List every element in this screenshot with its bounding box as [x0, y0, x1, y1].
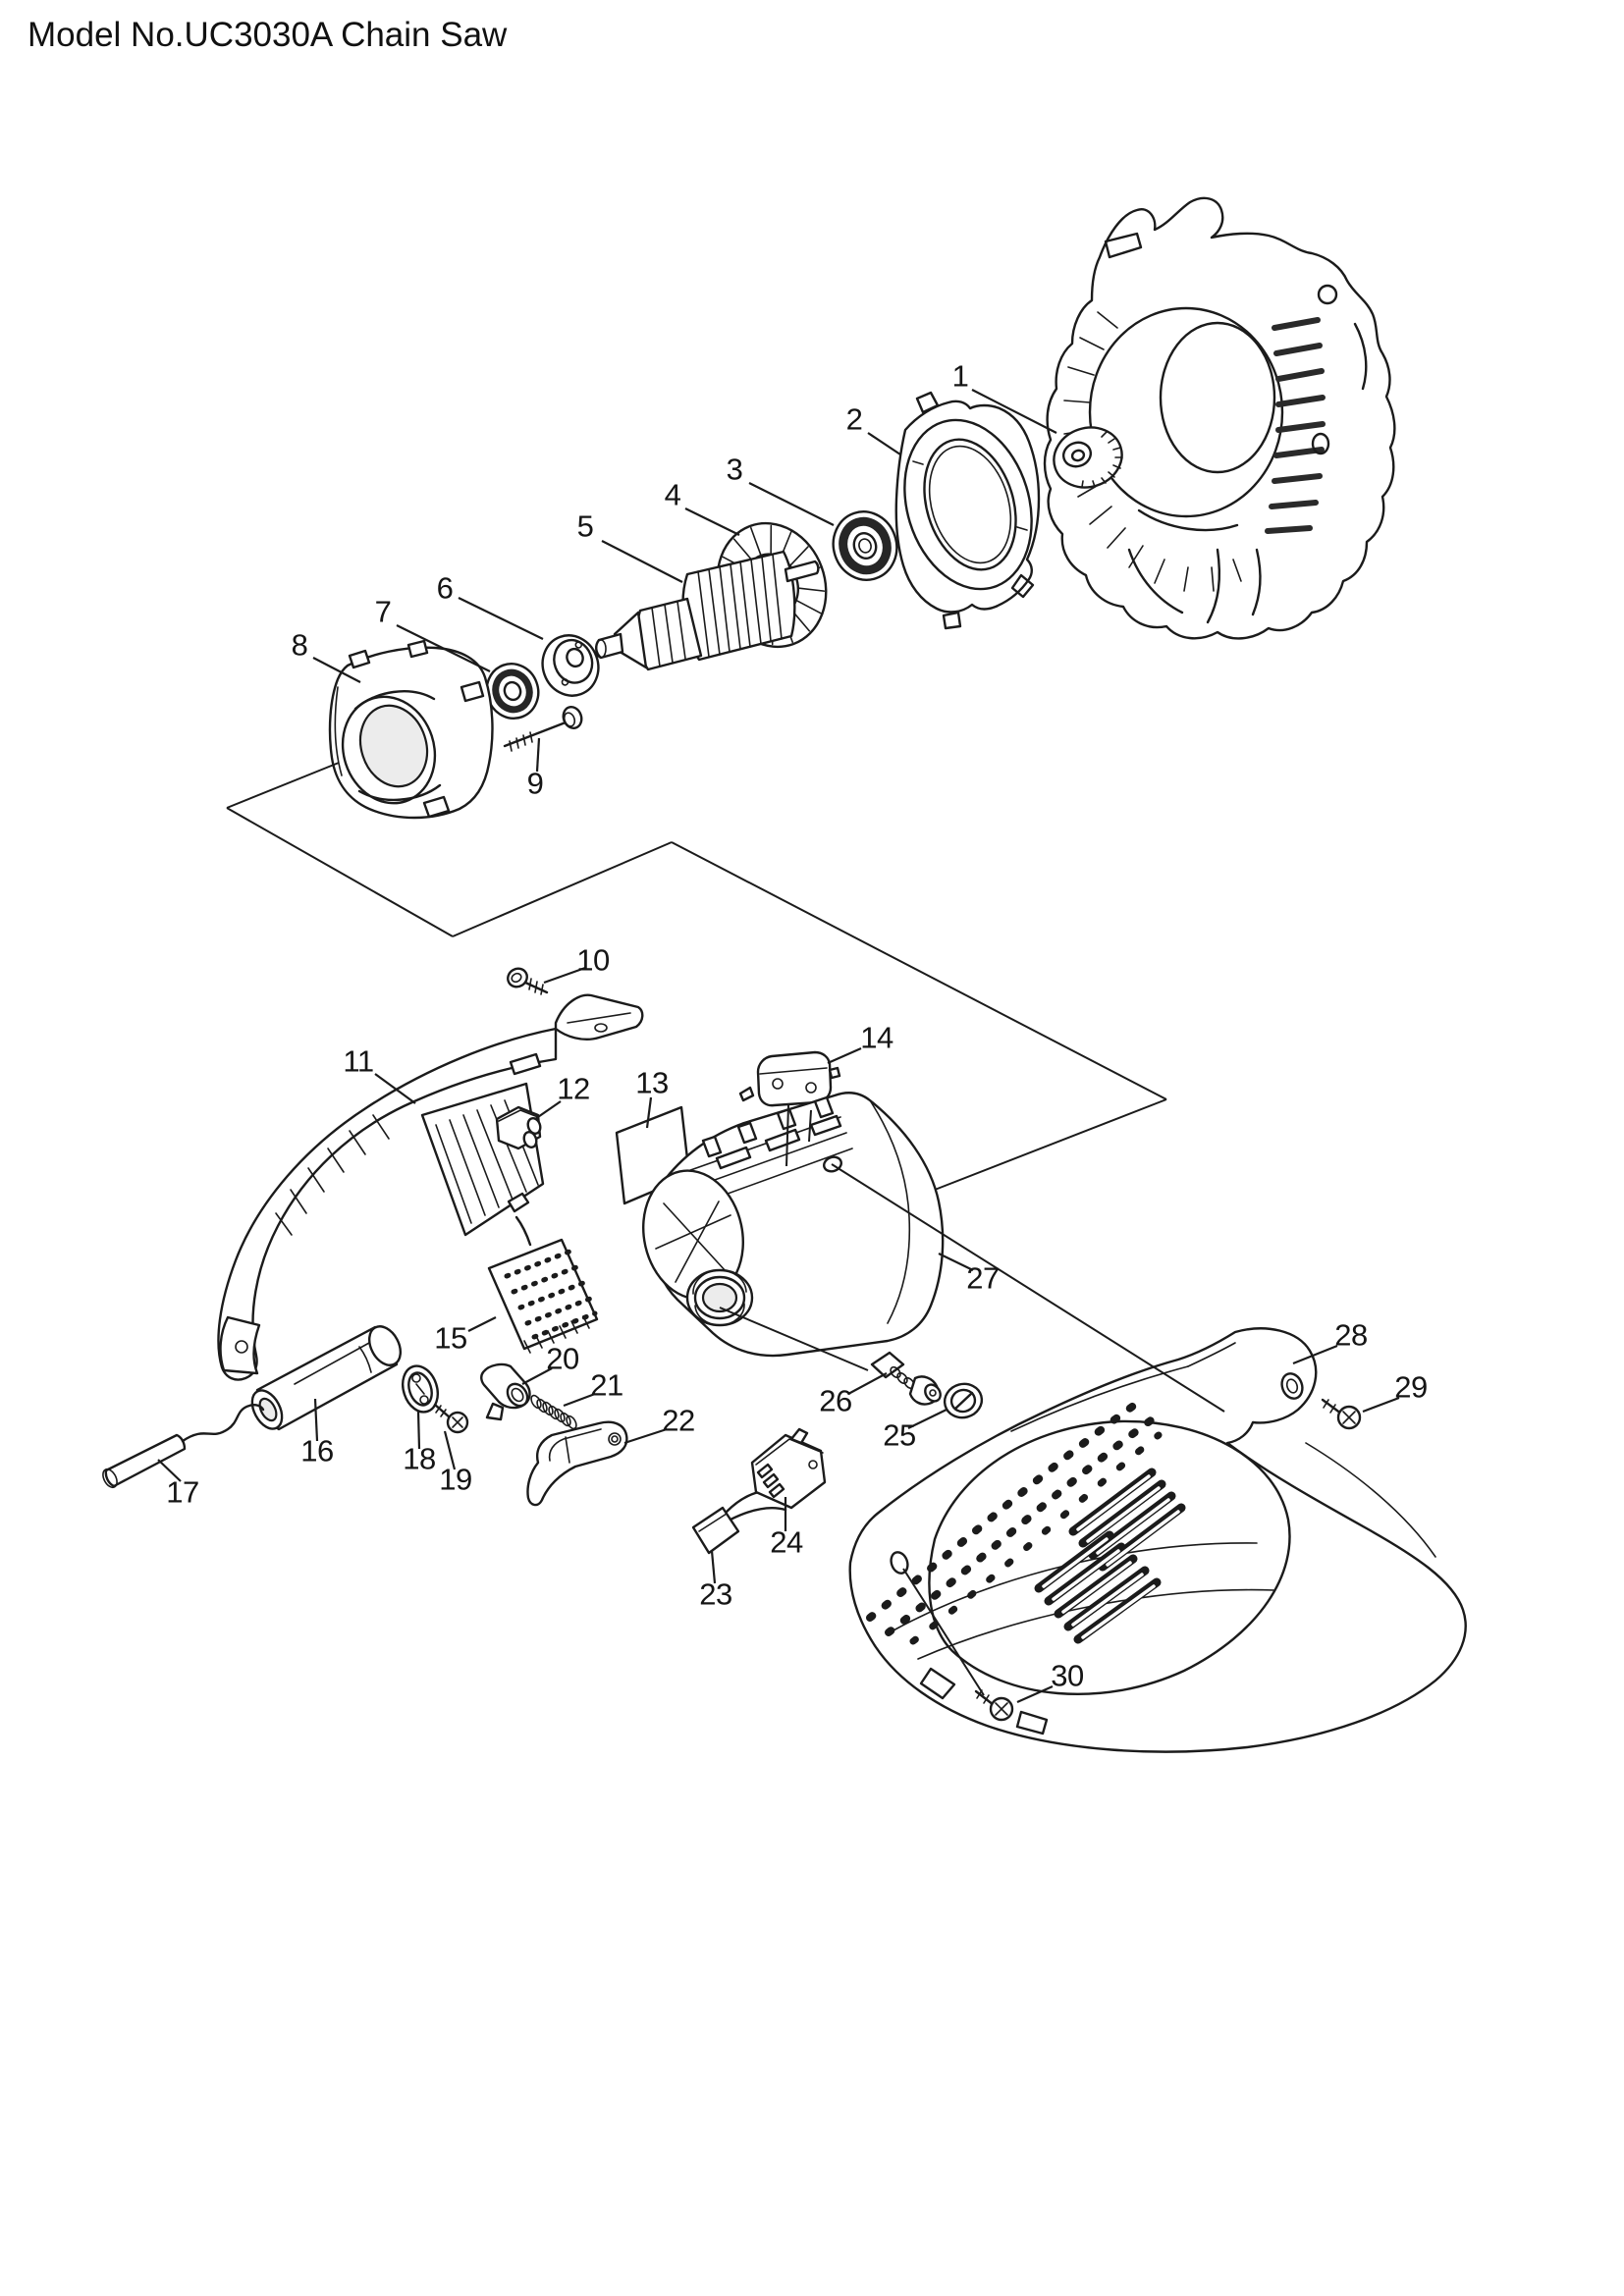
- part-label-19: 19: [439, 1462, 472, 1497]
- guide-line-9: [808, 1109, 812, 1143]
- part-6-washer-drawing: [541, 634, 600, 697]
- part-label-26: 26: [819, 1383, 852, 1418]
- part-label-4: 4: [664, 477, 681, 512]
- part-7-bearing-drawing: [485, 663, 540, 720]
- leader-lines: [157, 389, 1400, 1704]
- leader-line-4: [684, 507, 740, 536]
- leader-line-28: [1292, 1344, 1338, 1365]
- part-19-screw-drawing: [433, 1403, 469, 1434]
- part-5-armature-drawing: [595, 550, 820, 671]
- part-20-pivot-drawing: [480, 1362, 531, 1421]
- leader-line-2: [867, 432, 901, 455]
- part-label-17: 17: [166, 1474, 199, 1510]
- leader-line-13: [645, 1096, 653, 1129]
- part-label-20: 20: [546, 1341, 579, 1376]
- guide-line-5: [934, 1098, 1167, 1191]
- part-label-11: 11: [343, 1043, 374, 1079]
- part-label-12: 12: [557, 1071, 590, 1106]
- leader-line-20: [521, 1367, 553, 1385]
- leader-line-10: [543, 966, 586, 985]
- leader-line-12: [534, 1100, 562, 1120]
- part-label-7: 7: [374, 594, 392, 629]
- leader-line-18: [416, 1411, 421, 1450]
- leader-line-21: [563, 1392, 596, 1408]
- part-label-29: 29: [1394, 1369, 1428, 1405]
- gear-housing-drawing: [1043, 196, 1396, 640]
- part-9-screw-drawing: [503, 706, 583, 752]
- leader-line-17: [157, 1459, 182, 1482]
- guide-line-1: [226, 762, 340, 809]
- leader-line-19: [443, 1430, 457, 1470]
- leader-line-14: [827, 1046, 862, 1065]
- part-label-30: 30: [1051, 1658, 1084, 1693]
- part-label-18: 18: [403, 1441, 436, 1476]
- part-27-housing-drawing: [642, 1092, 945, 1358]
- part-16-grip-drawing: [250, 1325, 403, 1431]
- part-8-field-drawing: [328, 639, 494, 820]
- guide-line-10: [902, 1568, 985, 1696]
- part-label-24: 24: [770, 1524, 803, 1560]
- part-21-spring-drawing: [530, 1394, 577, 1430]
- part-28-housing-drawing: [848, 1327, 1467, 1753]
- guide-line-8: [785, 1104, 789, 1167]
- part-24-switch-drawing: [750, 1427, 827, 1510]
- part-label-16: 16: [300, 1433, 334, 1468]
- guide-line-3: [452, 841, 673, 937]
- part-3-bearing-drawing: [832, 510, 898, 581]
- part-label-2: 2: [845, 401, 863, 437]
- part-label-27: 27: [966, 1260, 1000, 1296]
- part-label-8: 8: [291, 627, 308, 663]
- leader-line-5: [601, 540, 683, 583]
- part-label-23: 23: [699, 1576, 732, 1612]
- page-title: Model No.UC3030A Chain Saw: [27, 16, 508, 54]
- leader-line-3: [748, 482, 835, 526]
- part-label-22: 22: [662, 1403, 695, 1438]
- leader-line-11: [374, 1073, 416, 1104]
- part-label-10: 10: [576, 942, 610, 978]
- part-label-21: 21: [590, 1367, 623, 1403]
- part-29-screw-drawing: [1321, 1398, 1362, 1430]
- leader-line-22: [623, 1427, 668, 1445]
- guide-line-2: [226, 807, 454, 937]
- part-label-6: 6: [436, 570, 454, 606]
- part-label-28: 28: [1334, 1317, 1368, 1353]
- part-25-brush-cap-drawing: [943, 1382, 984, 1419]
- part-18-cap-drawing: [402, 1364, 439, 1414]
- part-label-9: 9: [526, 766, 544, 801]
- part-15-controller-drawing: [487, 1192, 599, 1354]
- leader-line-8: [312, 657, 361, 683]
- leader-line-25: [907, 1409, 947, 1429]
- part-label-14: 14: [860, 1020, 893, 1055]
- leader-line-27: [938, 1253, 974, 1271]
- part-22-trigger-drawing: [526, 1420, 628, 1507]
- leader-line-7: [396, 624, 491, 672]
- part-label-5: 5: [576, 508, 594, 544]
- part-2-retainer-drawing: [894, 391, 1041, 630]
- leader-line-29: [1362, 1396, 1400, 1414]
- leader-line-15: [467, 1316, 497, 1332]
- leader-line-1: [971, 389, 1057, 434]
- leader-line-16: [313, 1398, 319, 1442]
- part-label-13: 13: [635, 1065, 669, 1100]
- part-17-cord-drawing: [102, 1404, 265, 1489]
- leader-line-6: [458, 597, 544, 640]
- part-label-3: 3: [726, 452, 743, 487]
- part-label-25: 25: [883, 1417, 916, 1453]
- part-26-brush-drawing: [870, 1351, 942, 1406]
- part-12-block-drawing: [495, 1105, 542, 1150]
- guide-line-7: [719, 1307, 869, 1371]
- guide-line-4: [671, 841, 1167, 1100]
- part-10-screw-drawing: [507, 967, 549, 995]
- leader-line-9: [535, 737, 541, 773]
- leader-line-23: [710, 1550, 717, 1584]
- part-14-switch-drawing: [738, 1050, 841, 1178]
- guide-line-6: [831, 1163, 1225, 1413]
- part-label-1: 1: [951, 358, 969, 394]
- part-1-knob-drawing: [1053, 426, 1123, 489]
- leader-line-30: [1016, 1684, 1054, 1704]
- leader-line-26: [847, 1372, 888, 1395]
- part-label-15: 15: [434, 1320, 467, 1356]
